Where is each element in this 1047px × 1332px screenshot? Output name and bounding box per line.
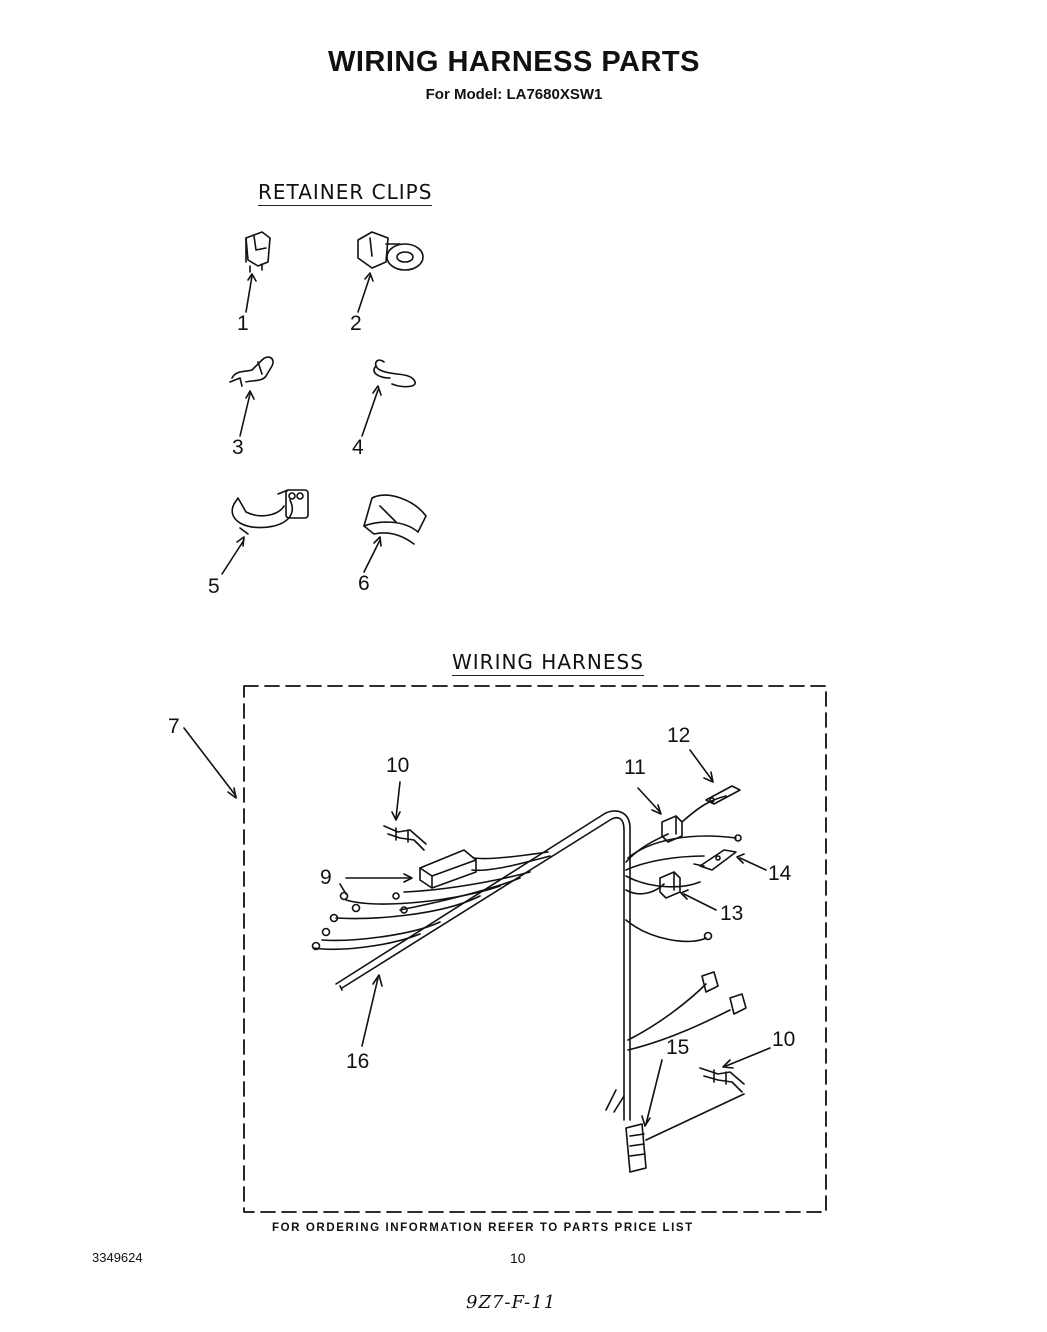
callout-1: 1 <box>237 312 249 335</box>
connector-15 <box>625 1093 745 1173</box>
page-title: WIRING HARNESS PARTS <box>328 46 700 78</box>
harness-left-wires <box>311 851 551 951</box>
callout-7: 7 <box>168 715 180 738</box>
leader-arrows-harness <box>345 749 771 1127</box>
model-subtitle: For Model: LA7680XSW1 <box>425 86 603 103</box>
callout-4: 4 <box>352 436 364 459</box>
connector-11 <box>661 815 683 843</box>
callout-6: 6 <box>358 572 370 595</box>
terminal-10-upper <box>383 825 427 851</box>
document-number: 3349624 <box>92 1250 143 1265</box>
callout-12: 12 <box>667 724 691 747</box>
ordering-note: FOR ORDERING INFORMATION REFER TO PARTS … <box>272 1222 694 1234</box>
callout-14: 14 <box>768 862 792 885</box>
callout-3: 3 <box>232 436 244 459</box>
handwritten-note: 9Z7-F-11 <box>466 1292 557 1313</box>
leader-arrow-7 <box>183 727 237 799</box>
retainer-clip-2 <box>357 231 424 271</box>
wiring-harness-heading: WIRING HARNESS <box>452 650 644 676</box>
page-number: 10 <box>510 1250 526 1266</box>
callout-10-lower: 10 <box>772 1028 796 1051</box>
terminal-12 <box>681 785 741 823</box>
callout-13: 13 <box>720 902 744 925</box>
retainer-clip-5 <box>231 489 309 535</box>
retainer-clip-4 <box>373 359 416 388</box>
retainer-clip-3 <box>229 356 274 387</box>
harness-right-lower <box>627 971 747 1051</box>
callout-5: 5 <box>208 575 220 598</box>
terminal-10-lower <box>699 1067 745 1093</box>
harness-boundary <box>243 685 827 1213</box>
retainer-clips-heading: RETAINER CLIPS <box>258 180 433 206</box>
connector-9 <box>419 849 477 889</box>
harness-trunk <box>335 810 631 1121</box>
terminal-14 <box>693 849 737 871</box>
callout-10-upper: 10 <box>386 754 410 777</box>
callout-2: 2 <box>350 312 362 335</box>
retainer-clip-6 <box>363 494 427 545</box>
leader-arrows-clips <box>221 272 382 575</box>
retainer-clip-1 <box>245 231 271 273</box>
callout-16: 16 <box>346 1050 370 1073</box>
connector-13 <box>659 871 681 899</box>
callout-9: 9 <box>320 866 332 889</box>
callout-15: 15 <box>666 1036 690 1059</box>
callout-11: 11 <box>624 756 646 779</box>
